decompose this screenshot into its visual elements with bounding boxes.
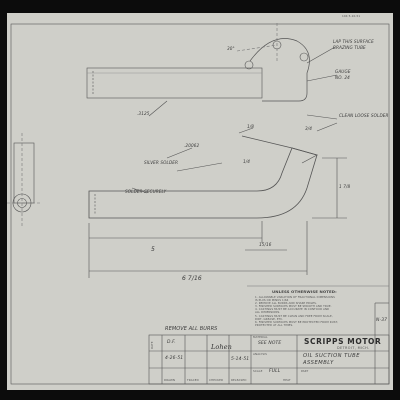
corner-marks: 104 5-10-51 — [342, 14, 361, 18]
tb-part-label: PART — [301, 369, 309, 373]
bend-fitting — [241, 135, 318, 164]
note-item: 2. REMOVE ALL BURRS AND SHARP EDGES. — [255, 301, 317, 306]
dim-total-length: 6 7/16 — [182, 275, 202, 282]
note-item: 1. ALLOWABLE VARIATION OF FRACTIONAL DIM… — [255, 295, 335, 299]
dim-one-quarter: 1/4 — [243, 159, 251, 164]
note-item: 3. FINISHED SURFACES MUST BE SMOOTH AND … — [255, 304, 332, 309]
tb-heat-label: HEAT — [283, 378, 291, 382]
tb-material-label: MATERIAL — [253, 335, 268, 339]
tb-checked: CHECKED — [209, 378, 224, 382]
tb-date: 4-26-51 — [165, 356, 184, 361]
tube-diameter-dimension: .3125 — [137, 111, 150, 116]
solder-securely-note: SOLDER SECURELY — [125, 189, 167, 194]
flange — [249, 38, 310, 102]
tb-initials: D.F. — [167, 340, 176, 345]
bent-tube — [88, 147, 318, 219]
technical-drawing — [7, 23, 390, 385]
company-city: DETROIT, MICH. — [337, 346, 370, 350]
silver-solder-note: SILVER SOLDER — [144, 160, 179, 165]
company-name: SCRIPPS MOTOR — [304, 337, 382, 346]
drawing-subtitle: ASSEMBLY — [303, 360, 334, 366]
note-item: IS PLUS OR MINUS 1/64 — [255, 298, 289, 303]
tb-signature: Lohen — [211, 343, 232, 351]
dim-fifteen-sixteenths: 15/16 — [259, 242, 272, 247]
dim-one-seven-eighths: 1 7/8 — [339, 184, 351, 189]
tb-scale-label: SCALE — [253, 369, 263, 373]
tb-scale-value: FULL — [269, 369, 281, 374]
dim-three-quarter: 3/4 — [305, 126, 313, 131]
note-item: 5. CASTINGS MUST BE CLEAN AND FREE FROM … — [255, 313, 333, 318]
note-item: PROTECTED AT ALL TIMES. — [255, 322, 294, 327]
drawing-sheet: 104 5-10-51 LAP THIS SURFACE BRAZING TUB… — [7, 13, 393, 390]
tb-checked-date: 5-14-51 — [231, 357, 250, 362]
part-number: N-37 — [376, 318, 388, 323]
notes-list: 1. ALLOWABLE VARIATION OF FRACTIONAL DIM… — [255, 295, 339, 327]
tb-name-label: DATE — [150, 341, 154, 349]
note-item: DIRT, GREASE, ETC. — [255, 316, 284, 321]
dim-one-eighth: 1/8 — [247, 124, 255, 129]
tb-traced: TRACED — [187, 378, 199, 382]
tb-released: RELEASED — [231, 378, 247, 382]
clean-solder-note: CLEAN LOOSE SOLDER — [339, 113, 389, 118]
angle-dimension: 30° — [227, 46, 235, 51]
title-block — [148, 302, 390, 385]
lap-note-2: BRAZING TUBE — [333, 45, 366, 50]
tb-analysis-label: ANALYSIS — [253, 352, 267, 356]
tb-drawn: DRAWN — [164, 378, 176, 382]
note-item: 4. CASTINGS MUST BE ACCURATE IN CONTOUR … — [255, 307, 330, 312]
note-item: ALL DIMENSIONS. — [255, 310, 281, 315]
notes-heading: UNLESS OTHERWISE NOTED: — [272, 289, 337, 294]
lap-note-1: LAP THIS SURFACE — [333, 39, 374, 44]
remove-burrs-note: REMOVE ALL BURRS — [165, 326, 218, 332]
note-item: 6. FINISHED SURFACES MUST BE PROTECTED F… — [255, 319, 339, 324]
tb-material-value: SEE NOTE — [258, 341, 282, 346]
top-tube — [86, 67, 263, 99]
drawing-title: OIL SUCTION TUBE — [303, 353, 360, 359]
dim-length-5: 5 — [151, 246, 155, 253]
bend-dimension: .20062 — [184, 143, 200, 148]
brass-note-2: NO. 24 — [335, 75, 350, 80]
brass-note-1: GAUGE — [335, 69, 351, 74]
